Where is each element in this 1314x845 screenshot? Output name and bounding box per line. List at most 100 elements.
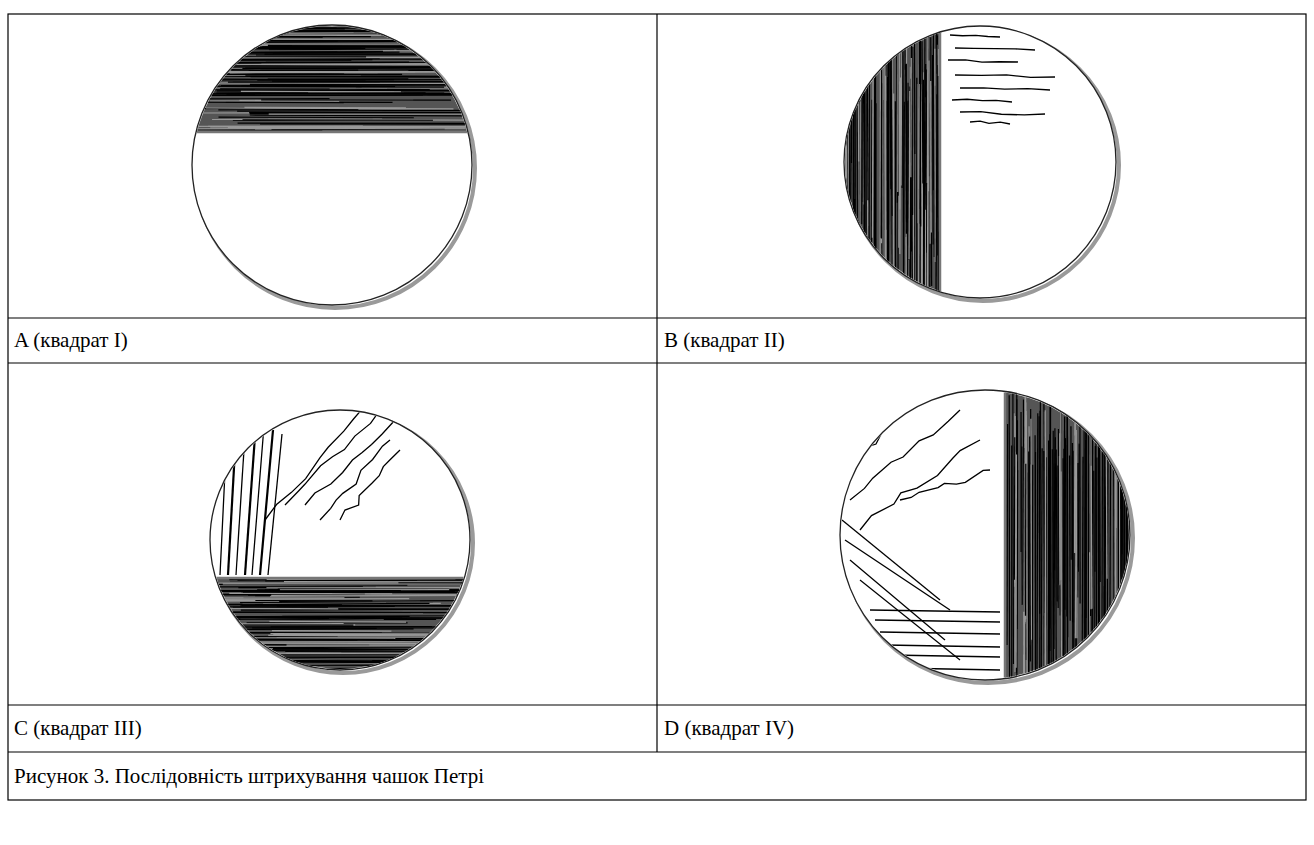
streak-hatch <box>1134 445 1135 706</box>
streak-hatch <box>194 22 450 24</box>
zone-boundary <box>190 131 480 134</box>
streak-hatch <box>1036 413 1038 695</box>
streak-hatch <box>1125 444 1127 667</box>
streak-hatch <box>916 78 917 284</box>
streak-hatch <box>930 37 932 286</box>
streak-hatch <box>240 674 486 676</box>
streak-hatch <box>196 36 371 37</box>
streak-hatch <box>1014 437 1016 579</box>
streak-hatch <box>193 86 444 88</box>
streak-hatch <box>1021 446 1023 604</box>
table-grid <box>8 14 1306 800</box>
streak-hatch <box>204 26 420 27</box>
streak-hatch <box>217 626 432 628</box>
streak-hatch <box>216 582 398 583</box>
streak-hatch <box>853 34 855 223</box>
streak-line <box>875 620 1000 622</box>
streak-line <box>220 410 228 575</box>
streak-hatch <box>229 41 412 43</box>
streak-hatch <box>285 670 460 672</box>
streak-hatch <box>1098 420 1099 654</box>
streak-hatch <box>843 39 845 155</box>
streak-line <box>850 560 945 640</box>
streak-hatch <box>1092 436 1094 647</box>
streak-hatch <box>935 94 937 355</box>
streak-hatch <box>1135 410 1136 608</box>
streak-hatch <box>912 29 914 280</box>
streak-hatch <box>933 20 934 190</box>
streak-hatch <box>225 46 361 48</box>
streak-hatch <box>1118 458 1120 756</box>
streak-hatch <box>180 94 342 95</box>
streak-hatch <box>1126 435 1128 611</box>
cell-label: C (квадрат III) <box>12 715 144 741</box>
streak-hatch <box>1012 386 1014 664</box>
streak-hatch <box>1072 451 1073 745</box>
streak-hatch <box>251 76 483 78</box>
streak-hatch <box>923 80 924 313</box>
streak-hatch <box>203 74 402 75</box>
streak-hatch <box>225 672 437 673</box>
streak-hatch <box>227 608 338 610</box>
streak-hatch <box>241 40 408 42</box>
streak-hatch <box>1135 393 1137 520</box>
streak-hatch <box>181 98 329 100</box>
streak-line <box>320 440 390 520</box>
streak-hatch <box>1120 466 1121 731</box>
streak-hatch <box>234 663 500 665</box>
streak-hatch <box>1120 473 1121 726</box>
streak-line <box>895 668 1000 670</box>
cell-label: D (квадрат IV) <box>662 715 796 741</box>
streak-hatch <box>237 110 462 112</box>
petri-dish <box>180 19 562 308</box>
streak-line <box>305 420 395 505</box>
streak-hatch <box>268 45 458 46</box>
streak-hatch <box>1070 426 1071 559</box>
streak-hatch <box>908 91 910 259</box>
streak-line <box>955 75 1055 77</box>
streak-hatch <box>1106 447 1108 578</box>
streak-hatch <box>181 34 444 36</box>
streak-hatch <box>847 90 848 317</box>
zone-boundary <box>1004 390 1007 680</box>
streak-hatch <box>250 84 543 86</box>
streak-hatch <box>842 62 844 212</box>
streak-hatch <box>261 92 425 94</box>
streak-hatch <box>864 56 866 283</box>
streak-hatch <box>1135 407 1137 702</box>
streak-hatch <box>861 50 863 224</box>
streak-hatch <box>846 25 847 230</box>
streak-hatch <box>1123 473 1125 739</box>
streak-hatch <box>841 50 843 170</box>
streak-hatch <box>238 122 509 124</box>
streak-hatch <box>1127 438 1128 709</box>
streak-hatch <box>229 579 502 581</box>
streak-hatch <box>238 641 477 643</box>
streak-hatch <box>231 69 358 71</box>
streak-hatch <box>209 21 447 23</box>
cell-label: B (квадрат II) <box>662 327 787 353</box>
streak-line <box>948 60 1018 62</box>
streak-hatch <box>209 639 358 640</box>
streak-hatch <box>269 621 406 623</box>
streak-hatch <box>1109 409 1111 630</box>
streak-hatch <box>225 18 434 20</box>
streak-hatch <box>213 25 402 27</box>
cell-label: A (квадрат I) <box>12 327 130 353</box>
streak-line <box>260 430 273 575</box>
streak-hatch <box>248 643 485 645</box>
streak-hatch <box>850 39 852 202</box>
streak-hatch <box>214 25 425 27</box>
streak-line <box>268 434 282 575</box>
streak-hatch <box>243 625 354 626</box>
streak-hatch <box>934 49 936 262</box>
streak-hatch <box>1035 452 1036 747</box>
streak-hatch <box>220 603 429 605</box>
streak-hatch <box>1076 430 1078 638</box>
streak-hatch <box>246 654 468 655</box>
streak-line <box>885 645 1000 647</box>
streak-hatch <box>230 650 409 652</box>
streak-hatch <box>220 623 344 625</box>
streak-hatch <box>1090 403 1091 609</box>
streak-hatch <box>221 76 509 78</box>
